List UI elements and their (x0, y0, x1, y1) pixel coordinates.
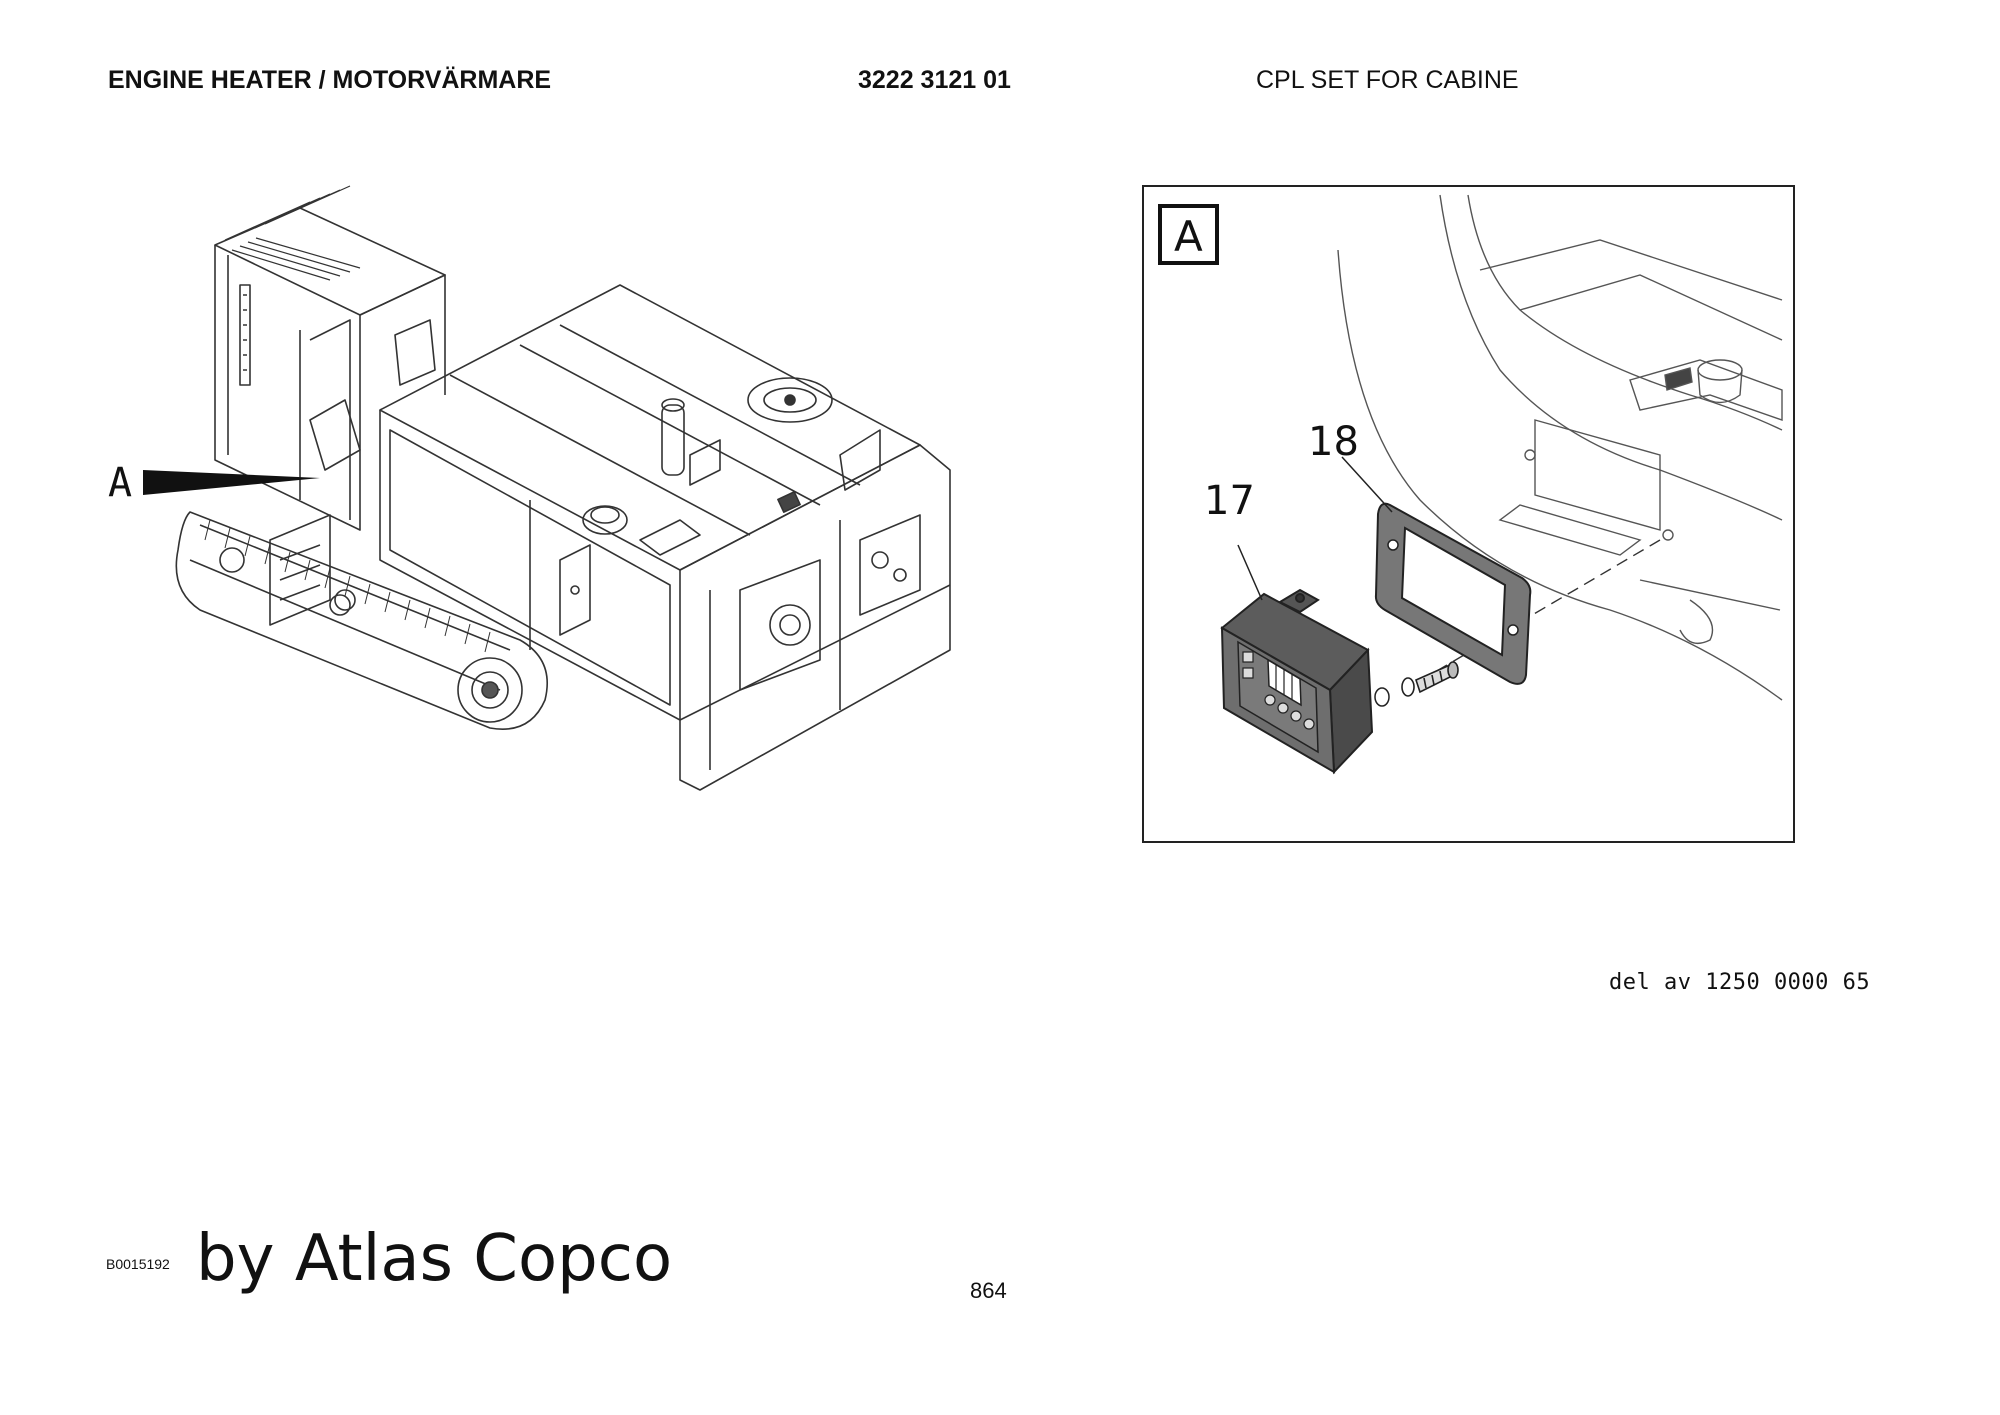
part-number: 3222 3121 01 (858, 66, 1011, 94)
engine-compartment (379, 284, 951, 791)
part-description: CPL SET FOR CABINE (1256, 66, 1519, 94)
callout-18-label: 18 (1308, 419, 1359, 465)
detail-frame (1142, 185, 1795, 843)
overview-drawing (143, 185, 951, 791)
washer (1374, 687, 1390, 707)
callout-a-pointer (143, 470, 320, 495)
reference-text: del av 1250 0000 65 (1609, 970, 1871, 995)
view-label: A (1174, 212, 1203, 261)
operator-cabin (214, 185, 446, 626)
part-17-control-unit (1220, 588, 1374, 775)
screw (1401, 661, 1459, 697)
assembly-line (1429, 539, 1661, 676)
leader-17 (1237, 544, 1263, 601)
brand-text: by Atlas Copco (196, 1222, 673, 1296)
view-label-box (1158, 204, 1219, 265)
drawing-number: B0015192 (106, 1256, 170, 1272)
cabin-panel-drawing (1337, 194, 1783, 701)
part-18-gasket (1374, 502, 1532, 685)
document-title: ENGINE HEATER / MOTORVÄRMARE (108, 66, 552, 94)
leader-18 (1341, 456, 1393, 513)
crawler-track (175, 511, 549, 730)
page-number: 864 (970, 1278, 1007, 1303)
callout-a-label: A (108, 460, 132, 506)
callout-17-label: 17 (1204, 478, 1255, 524)
